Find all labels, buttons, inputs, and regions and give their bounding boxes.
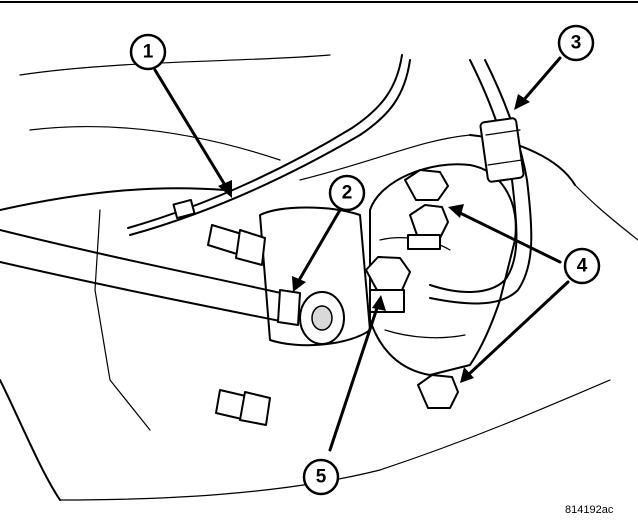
callout-2: 2	[328, 174, 366, 212]
callout-4-label: 4	[577, 256, 588, 277]
lower-stud	[215, 389, 271, 426]
upper-stud	[207, 224, 266, 266]
brake-line	[127, 54, 411, 236]
callout-1-label: 1	[143, 42, 154, 63]
brake-hose	[0, 229, 345, 345]
callout-3: 3	[557, 24, 595, 62]
frame-outlines	[0, 54, 638, 501]
figure-id: 814192ac	[565, 504, 614, 516]
callout-2-label: 2	[342, 183, 353, 204]
callout-3-label: 3	[571, 33, 582, 54]
callout-5: 5	[302, 458, 340, 496]
callout-4: 4	[563, 247, 601, 285]
mounting-bolts	[404, 169, 459, 409]
callout-5-label: 5	[316, 467, 327, 488]
callout-1: 1	[129, 33, 167, 71]
steel-line	[429, 59, 533, 305]
callout-arrows	[153, 56, 570, 452]
caliper-body	[259, 163, 517, 376]
